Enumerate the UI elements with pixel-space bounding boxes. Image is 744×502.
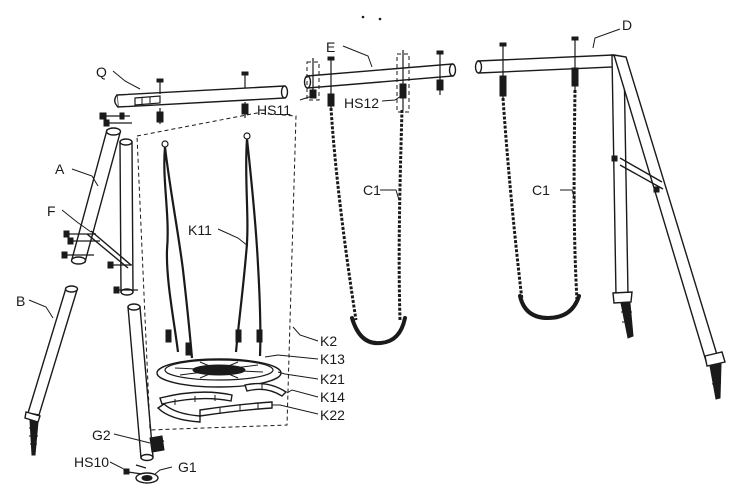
label-k22: K22 (320, 407, 345, 423)
top-beam-q (114, 85, 289, 108)
top-beam-e (303, 50, 457, 113)
leader-lines (28, 28, 621, 475)
label-b: B (16, 293, 25, 309)
swing-chain-c1-left (329, 107, 407, 346)
leg-a-upper (70, 127, 122, 265)
leg-lower-g (127, 303, 154, 462)
swing-chain-c1-right (501, 89, 581, 321)
nest-swing-ropes-k11 (161, 132, 263, 359)
label-k14: K14 (320, 389, 345, 405)
stray-mark (361, 15, 365, 19)
top-beam-d (474, 36, 614, 98)
label-k11: K11 (188, 222, 212, 238)
label-k13: K13 (320, 351, 345, 367)
label-g2: G2 (92, 427, 111, 443)
beam-bolts-left (99, 71, 249, 127)
a-frame-leg-d-front (611, 53, 634, 339)
label-d: D (622, 17, 632, 33)
label-hs12: HS12 (344, 95, 379, 111)
label-a: A (55, 161, 65, 177)
leg-b (24, 285, 79, 456)
label-k2: K2 (320, 333, 337, 349)
nest-swing-dashed-box (136, 112, 297, 431)
label-k21: K21 (320, 371, 345, 387)
label-hs10: HS10 (74, 454, 109, 470)
label-q: Q (96, 64, 107, 80)
label-hs11: HS11 (257, 102, 291, 118)
nest-swing-tubes-k22 (156, 382, 288, 423)
nest-swing-seat-k21 (156, 358, 282, 388)
label-c1-left: C1 (363, 182, 381, 198)
leg-a-right-upper (119, 138, 134, 296)
label-e: E (326, 39, 335, 55)
stray-mark (378, 17, 382, 21)
label-c1-right: C1 (532, 182, 550, 198)
brace-f (61, 230, 138, 294)
a-frame-leg-d-back (613, 54, 726, 400)
a-frame-brace (611, 155, 664, 193)
label-f: F (47, 203, 56, 219)
label-g1: G1 (178, 459, 197, 475)
